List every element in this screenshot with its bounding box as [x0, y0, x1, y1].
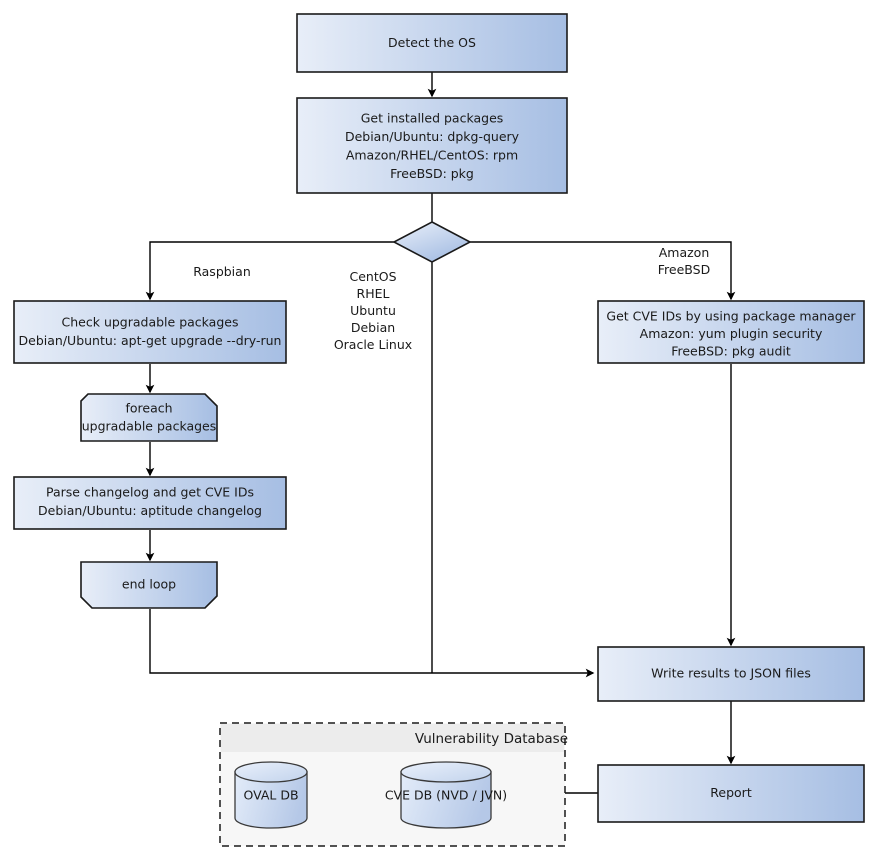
- parse-changelog-box[interactable]: [13, 476, 287, 530]
- oval-db-label: OVAL DB: [243, 788, 298, 803]
- end-loop-label: end loop: [122, 577, 176, 592]
- get-installed-packages-line-2: Debian/Ubuntu: dpkg-query: [345, 129, 520, 144]
- cve-db-top: [400, 761, 492, 783]
- oval-db-body[interactable]: [234, 771, 308, 829]
- get-cve-ids-line-3: FreeBSD: pkg audit: [671, 344, 791, 359]
- os-decision-diamond[interactable]: [392, 221, 472, 263]
- get-installed-packages-line-3: Amazon/RHEL/CentOS: rpm: [346, 148, 518, 163]
- branch-label-freebsd: FreeBSD: [658, 262, 710, 277]
- branch-label-raspbian: Raspbian: [193, 264, 251, 279]
- parse-changelog-line-1: Parse changelog and get CVE IDs: [46, 485, 254, 500]
- group-vulnerability-database: Vulnerability Database OVAL DB CVE DB (N…: [219, 722, 568, 847]
- write-results-box[interactable]: [597, 646, 865, 702]
- report-box[interactable]: [597, 764, 865, 823]
- node-foreach-upgradable-packages[interactable]: foreach upgradable packages: [80, 393, 218, 442]
- branch-label-rhel: RHEL: [357, 286, 390, 301]
- node-report[interactable]: Report: [597, 764, 865, 823]
- vulnerability-database-header: [221, 724, 564, 752]
- check-upgradable-line-1: Check upgradable packages: [62, 315, 239, 330]
- branch-label-debian: Debian: [351, 320, 395, 335]
- branch-label-centos: CentOS: [349, 269, 396, 284]
- edge-decision-right-amazon-freebsd: [470, 241, 736, 301]
- node-end-loop[interactable]: end loop: [80, 561, 218, 609]
- edge-label-left-branch: Raspbian: [193, 264, 251, 279]
- get-cve-ids-line-2: Amazon: yum plugin security: [640, 326, 823, 341]
- foreach-line-1: foreach: [125, 401, 172, 416]
- node-check-upgradable-packages[interactable]: Check upgradable packages Debian/Ubuntu:…: [13, 300, 287, 364]
- check-upgradable-line-2: Debian/Ubuntu: apt-get upgrade --dry-run: [19, 333, 282, 348]
- detect-the-os-label: Detect the OS: [388, 35, 476, 50]
- branch-label-oracle-linux: Oracle Linux: [334, 337, 412, 352]
- edge-decision-left-raspbian: [145, 241, 400, 301]
- node-parse-changelog[interactable]: Parse changelog and get CVE IDs Debian/U…: [13, 476, 287, 530]
- oval-db-top: [234, 761, 308, 783]
- get-cve-ids-box[interactable]: [597, 300, 865, 364]
- check-upgradable-box[interactable]: [13, 300, 287, 364]
- get-cve-ids-line-1: Get CVE IDs by using package manager: [606, 309, 856, 324]
- foreach-loop-shape[interactable]: [80, 393, 218, 442]
- write-results-label: Write results to JSON files: [651, 666, 811, 681]
- parse-changelog-line-2: Debian/Ubuntu: aptitude changelog: [38, 503, 262, 518]
- branch-label-ubuntu: Ubuntu: [350, 303, 396, 318]
- node-get-cve-ids-package-manager[interactable]: Get CVE IDs by using package manager Ama…: [597, 300, 865, 364]
- branch-label-amazon: Amazon: [659, 245, 710, 260]
- node-get-installed-packages[interactable]: Get installed packages Debian/Ubuntu: dp…: [296, 97, 568, 194]
- foreach-line-2: upgradable packages: [82, 419, 217, 434]
- vulnerability-database-title: Vulnerability Database: [415, 731, 568, 747]
- get-installed-packages-line-4: FreeBSD: pkg: [390, 166, 474, 181]
- edge-label-right-branch: Amazon FreeBSD: [658, 245, 710, 277]
- node-write-results-to-json-files[interactable]: Write results to JSON files: [597, 646, 865, 702]
- cve-db-label: CVE DB (NVD / JVN): [385, 788, 507, 803]
- node-detect-the-os[interactable]: Detect the OS: [296, 13, 568, 73]
- end-loop-shape[interactable]: [80, 561, 218, 609]
- db-oval-db[interactable]: OVAL DB: [234, 761, 308, 829]
- edge-endloop-to-write-results: [149, 609, 595, 678]
- cve-db-body[interactable]: [400, 771, 492, 829]
- edge-label-center-branch: CentOS RHEL Ubuntu Debian Oracle Linux: [334, 269, 412, 352]
- node-os-decision[interactable]: [392, 221, 472, 263]
- report-label: Report: [710, 785, 752, 800]
- detect-the-os-box[interactable]: [296, 13, 568, 73]
- get-installed-packages-box[interactable]: [296, 97, 568, 194]
- db-cve-db[interactable]: CVE DB (NVD / JVN): [385, 761, 507, 829]
- get-installed-packages-line-1: Get installed packages: [361, 111, 504, 126]
